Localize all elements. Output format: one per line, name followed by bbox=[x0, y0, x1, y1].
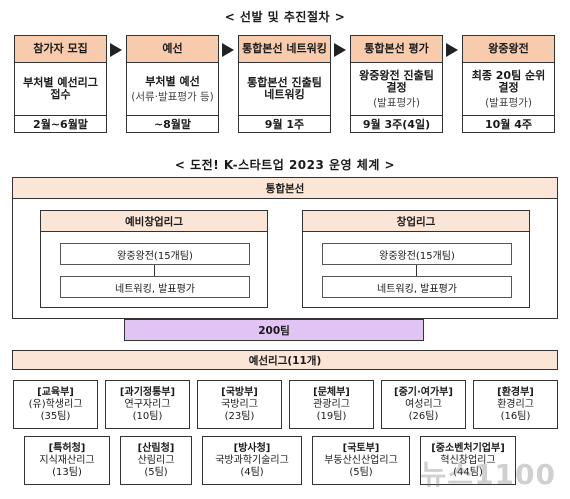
league-name: 혁신창업리그 bbox=[440, 454, 496, 466]
league-teams: (19팀) bbox=[316, 410, 347, 422]
step-sub: (발표평가) bbox=[485, 96, 532, 109]
league-name: 관광리그 bbox=[313, 398, 350, 410]
step-desc: 부처별 예선 bbox=[145, 74, 200, 88]
step-body: 부처별 예선 (서류·발표평가 등) bbox=[127, 63, 218, 115]
process-step-champion: 왕중왕전 최종 20팀 순위 결정 (발표평가) 10월 4주 bbox=[462, 35, 555, 133]
league-name: (유)학생리그 bbox=[28, 398, 83, 410]
process-step-recruit: 참가자 모집 부처별 예선리그 접수 2월~6월말 bbox=[14, 35, 107, 133]
pre-league-header: 예비창업리그 bbox=[40, 210, 268, 232]
process-step-networking: 통합본선 네트워킹 통합본선 진출팀 네트워킹 9월 1주 bbox=[238, 35, 331, 133]
league-tourism: [문체부] 관광리그 (19팀) bbox=[289, 380, 374, 429]
league-agency: [국토부] bbox=[342, 442, 380, 454]
league-agency: [특허청] bbox=[48, 442, 86, 454]
league-teams: (5팀) bbox=[349, 466, 373, 478]
league-teams: (44팀) bbox=[453, 466, 483, 478]
league-agency: [중기·여가부] bbox=[394, 386, 453, 398]
pre-league-eval: 네트워킹, 발표평가 bbox=[60, 276, 250, 298]
league-agency: [교육부] bbox=[37, 386, 74, 398]
league-real-estate: [국토부] 부동산신산업리그 (5팀) bbox=[312, 436, 410, 485]
league-innovation: [중소벤처기업부] 혁신창업리그 (44팀) bbox=[420, 436, 516, 485]
arrow-right-icon bbox=[334, 43, 346, 57]
step-head: 참가자 모집 bbox=[15, 36, 106, 63]
league-agency: [중소벤처기업부] bbox=[431, 442, 505, 454]
step-head: 통합본선 네트워킹 bbox=[239, 36, 330, 63]
league-name: 여성리그 bbox=[405, 398, 442, 410]
watermark-logo: 뉴스1100 bbox=[420, 458, 556, 491]
startup-league-eval: 네트워킹, 발표평가 bbox=[322, 276, 512, 298]
step-period: 2월~6월말 bbox=[15, 115, 106, 132]
league-agency: [과기정통부] bbox=[119, 386, 176, 398]
process-step-final-eval: 통합본선 평가 왕중왕전 진출팀 결정 (발표평가) 9월 3주(4일) bbox=[350, 35, 443, 133]
league-patent: [특허청] 지식재산리그 (13팀) bbox=[24, 436, 110, 485]
league-science: [과기정통부] 연구자리그 (10팀) bbox=[105, 380, 190, 429]
finals-header: 통합본선 bbox=[12, 177, 558, 199]
process-step-prelim: 예선 부처별 예선 (서류·발표평가 등) ~8월말 bbox=[126, 35, 219, 133]
connector-line bbox=[416, 265, 417, 276]
step-period: ~8월말 bbox=[127, 115, 218, 132]
league-name: 부동산신산업리그 bbox=[324, 454, 398, 466]
league-name: 국방과학기술리그 bbox=[215, 454, 289, 466]
league-teams: (4팀) bbox=[240, 466, 264, 478]
league-agency: [문체부] bbox=[313, 386, 350, 398]
league-defense: [국방부] 국방리그 (23팀) bbox=[197, 380, 282, 429]
step-period: 9월 1주 bbox=[239, 115, 330, 132]
teams-200-bar: 200팀 bbox=[124, 319, 424, 341]
step-desc: 부처별 예선리그 접수 bbox=[23, 76, 98, 101]
league-name: 연구자리그 bbox=[124, 398, 171, 410]
league-teams: (26팀) bbox=[408, 410, 439, 422]
league-teams: (35팀) bbox=[40, 410, 71, 422]
league-teams: (16팀) bbox=[500, 410, 531, 422]
league-name: 지식재산리그 bbox=[39, 454, 95, 466]
league-agency: [산림청] bbox=[137, 442, 175, 454]
step-sub: (서류·발표평가 등) bbox=[131, 90, 214, 103]
arrow-right-icon bbox=[110, 43, 122, 57]
step-body: 통합본선 진출팀 네트워킹 bbox=[239, 63, 330, 115]
league-name: 환경리그 bbox=[497, 398, 534, 410]
league-agency: [방사청] bbox=[233, 442, 271, 454]
league-agency: [환경부] bbox=[497, 386, 534, 398]
league-teams: (5팀) bbox=[144, 466, 168, 478]
step-period: 9월 3주(4일) bbox=[351, 115, 442, 132]
step-desc: 왕중왕전 진출팀 결정 bbox=[359, 68, 434, 94]
step-sub: (발표평가) bbox=[373, 96, 420, 109]
league-environment: [환경부] 환경리그 (16팀) bbox=[473, 380, 558, 429]
process-title: < 선발 및 추진절차 > bbox=[224, 9, 346, 24]
step-head: 왕중왕전 bbox=[463, 36, 554, 63]
startup-league-champion: 왕중왕전(15개팀) bbox=[322, 243, 512, 265]
step-desc: 최종 20팀 순위 결정 bbox=[471, 68, 546, 94]
league-teams: (23팀) bbox=[224, 410, 255, 422]
step-body: 최종 20팀 순위 결정 (발표평가) bbox=[463, 63, 554, 115]
step-head: 통합본선 평가 bbox=[351, 36, 442, 63]
structure-title: < 도전! K-스타트업 2023 운영 체계 > bbox=[174, 157, 396, 172]
league-teams: (10팀) bbox=[132, 410, 163, 422]
step-body: 부처별 예선리그 접수 bbox=[15, 63, 106, 115]
league-women: [중기·여가부] 여성리그 (26팀) bbox=[381, 380, 466, 429]
league-defense-tech: [방사청] 국방과학기술리그 (4팀) bbox=[202, 436, 302, 485]
step-head: 예선 bbox=[127, 36, 218, 63]
arrow-right-icon bbox=[222, 43, 234, 57]
prelims-header: 예선리그(11개) bbox=[12, 350, 558, 370]
league-education: [교육부] (유)학생리그 (35팀) bbox=[13, 380, 98, 429]
pre-league-champion: 왕중왕전(15개팀) bbox=[60, 243, 250, 265]
arrow-right-icon bbox=[446, 43, 458, 57]
step-period: 10월 4주 bbox=[463, 115, 554, 132]
league-forest: [산림청] 산림리그 (5팀) bbox=[120, 436, 192, 485]
league-teams: (13팀) bbox=[52, 466, 82, 478]
startup-league-header: 창업리그 bbox=[302, 210, 530, 232]
league-agency: [국방부] bbox=[221, 386, 258, 398]
step-body: 왕중왕전 진출팀 결정 (발표평가) bbox=[351, 63, 442, 115]
step-desc: 통합본선 진출팀 네트워킹 bbox=[247, 76, 322, 101]
league-name: 국방리그 bbox=[221, 398, 258, 410]
connector-line bbox=[154, 265, 155, 276]
league-name: 산림리그 bbox=[137, 454, 175, 466]
